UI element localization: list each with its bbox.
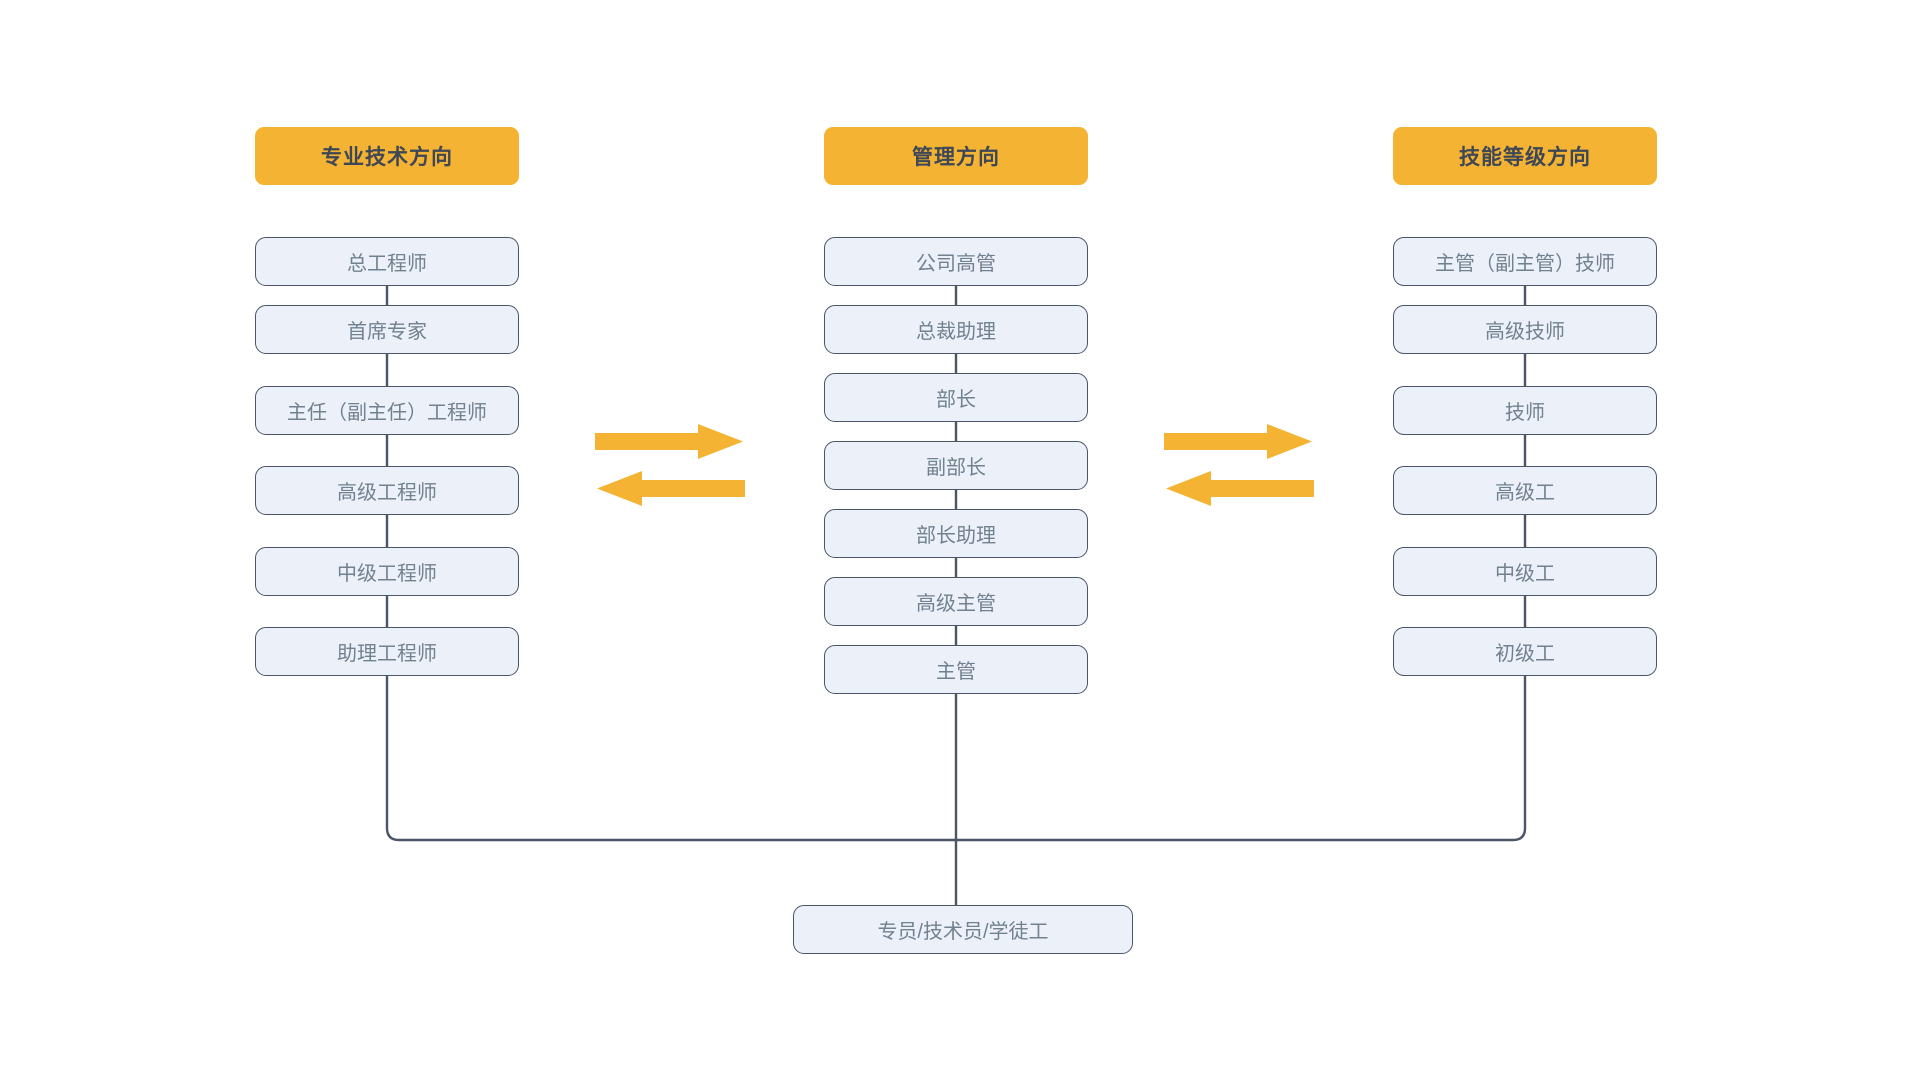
node-skill-3[interactable]: 高级工 — [1393, 466, 1657, 515]
node-management-1[interactable]: 总裁助理 — [824, 305, 1088, 354]
exchange-arrows-technical-management — [595, 424, 745, 506]
node-technical-5[interactable]: 助理工程师 — [255, 627, 519, 676]
node-management-0[interactable]: 公司高管 — [824, 237, 1088, 286]
node-skill-0[interactable]: 主管（副主管）技师 — [1393, 237, 1657, 286]
exchange-arrows-management-skill — [1164, 424, 1314, 506]
node-skill-2[interactable]: 技师 — [1393, 386, 1657, 435]
arrow-right-icon — [1164, 424, 1312, 459]
node-management-6[interactable]: 主管 — [824, 645, 1088, 694]
column-header-technical: 专业技术方向 — [255, 127, 519, 185]
node-technical-3[interactable]: 高级工程师 — [255, 466, 519, 515]
node-skill-1[interactable]: 高级技师 — [1393, 305, 1657, 354]
node-technical-2[interactable]: 主任（副主任）工程师 — [255, 386, 519, 435]
node-technical-4[interactable]: 中级工程师 — [255, 547, 519, 596]
arrow-left-icon — [597, 471, 745, 506]
arrow-right-icon — [595, 424, 743, 459]
node-management-2[interactable]: 部长 — [824, 373, 1088, 422]
arrow-left-icon — [1166, 471, 1314, 506]
node-management-5[interactable]: 高级主管 — [824, 577, 1088, 626]
node-technical-1[interactable]: 首席专家 — [255, 305, 519, 354]
node-skill-4[interactable]: 中级工 — [1393, 547, 1657, 596]
node-technical-0[interactable]: 总工程师 — [255, 237, 519, 286]
node-skill-5[interactable]: 初级工 — [1393, 627, 1657, 676]
node-management-4[interactable]: 部长助理 — [824, 509, 1088, 558]
column-header-management: 管理方向 — [824, 127, 1088, 185]
node-entry-level[interactable]: 专员/技术员/学徒工 — [793, 905, 1133, 954]
node-management-3[interactable]: 副部长 — [824, 441, 1088, 490]
connector-bottom-bus — [385, 827, 1527, 842]
column-header-skill: 技能等级方向 — [1393, 127, 1657, 185]
